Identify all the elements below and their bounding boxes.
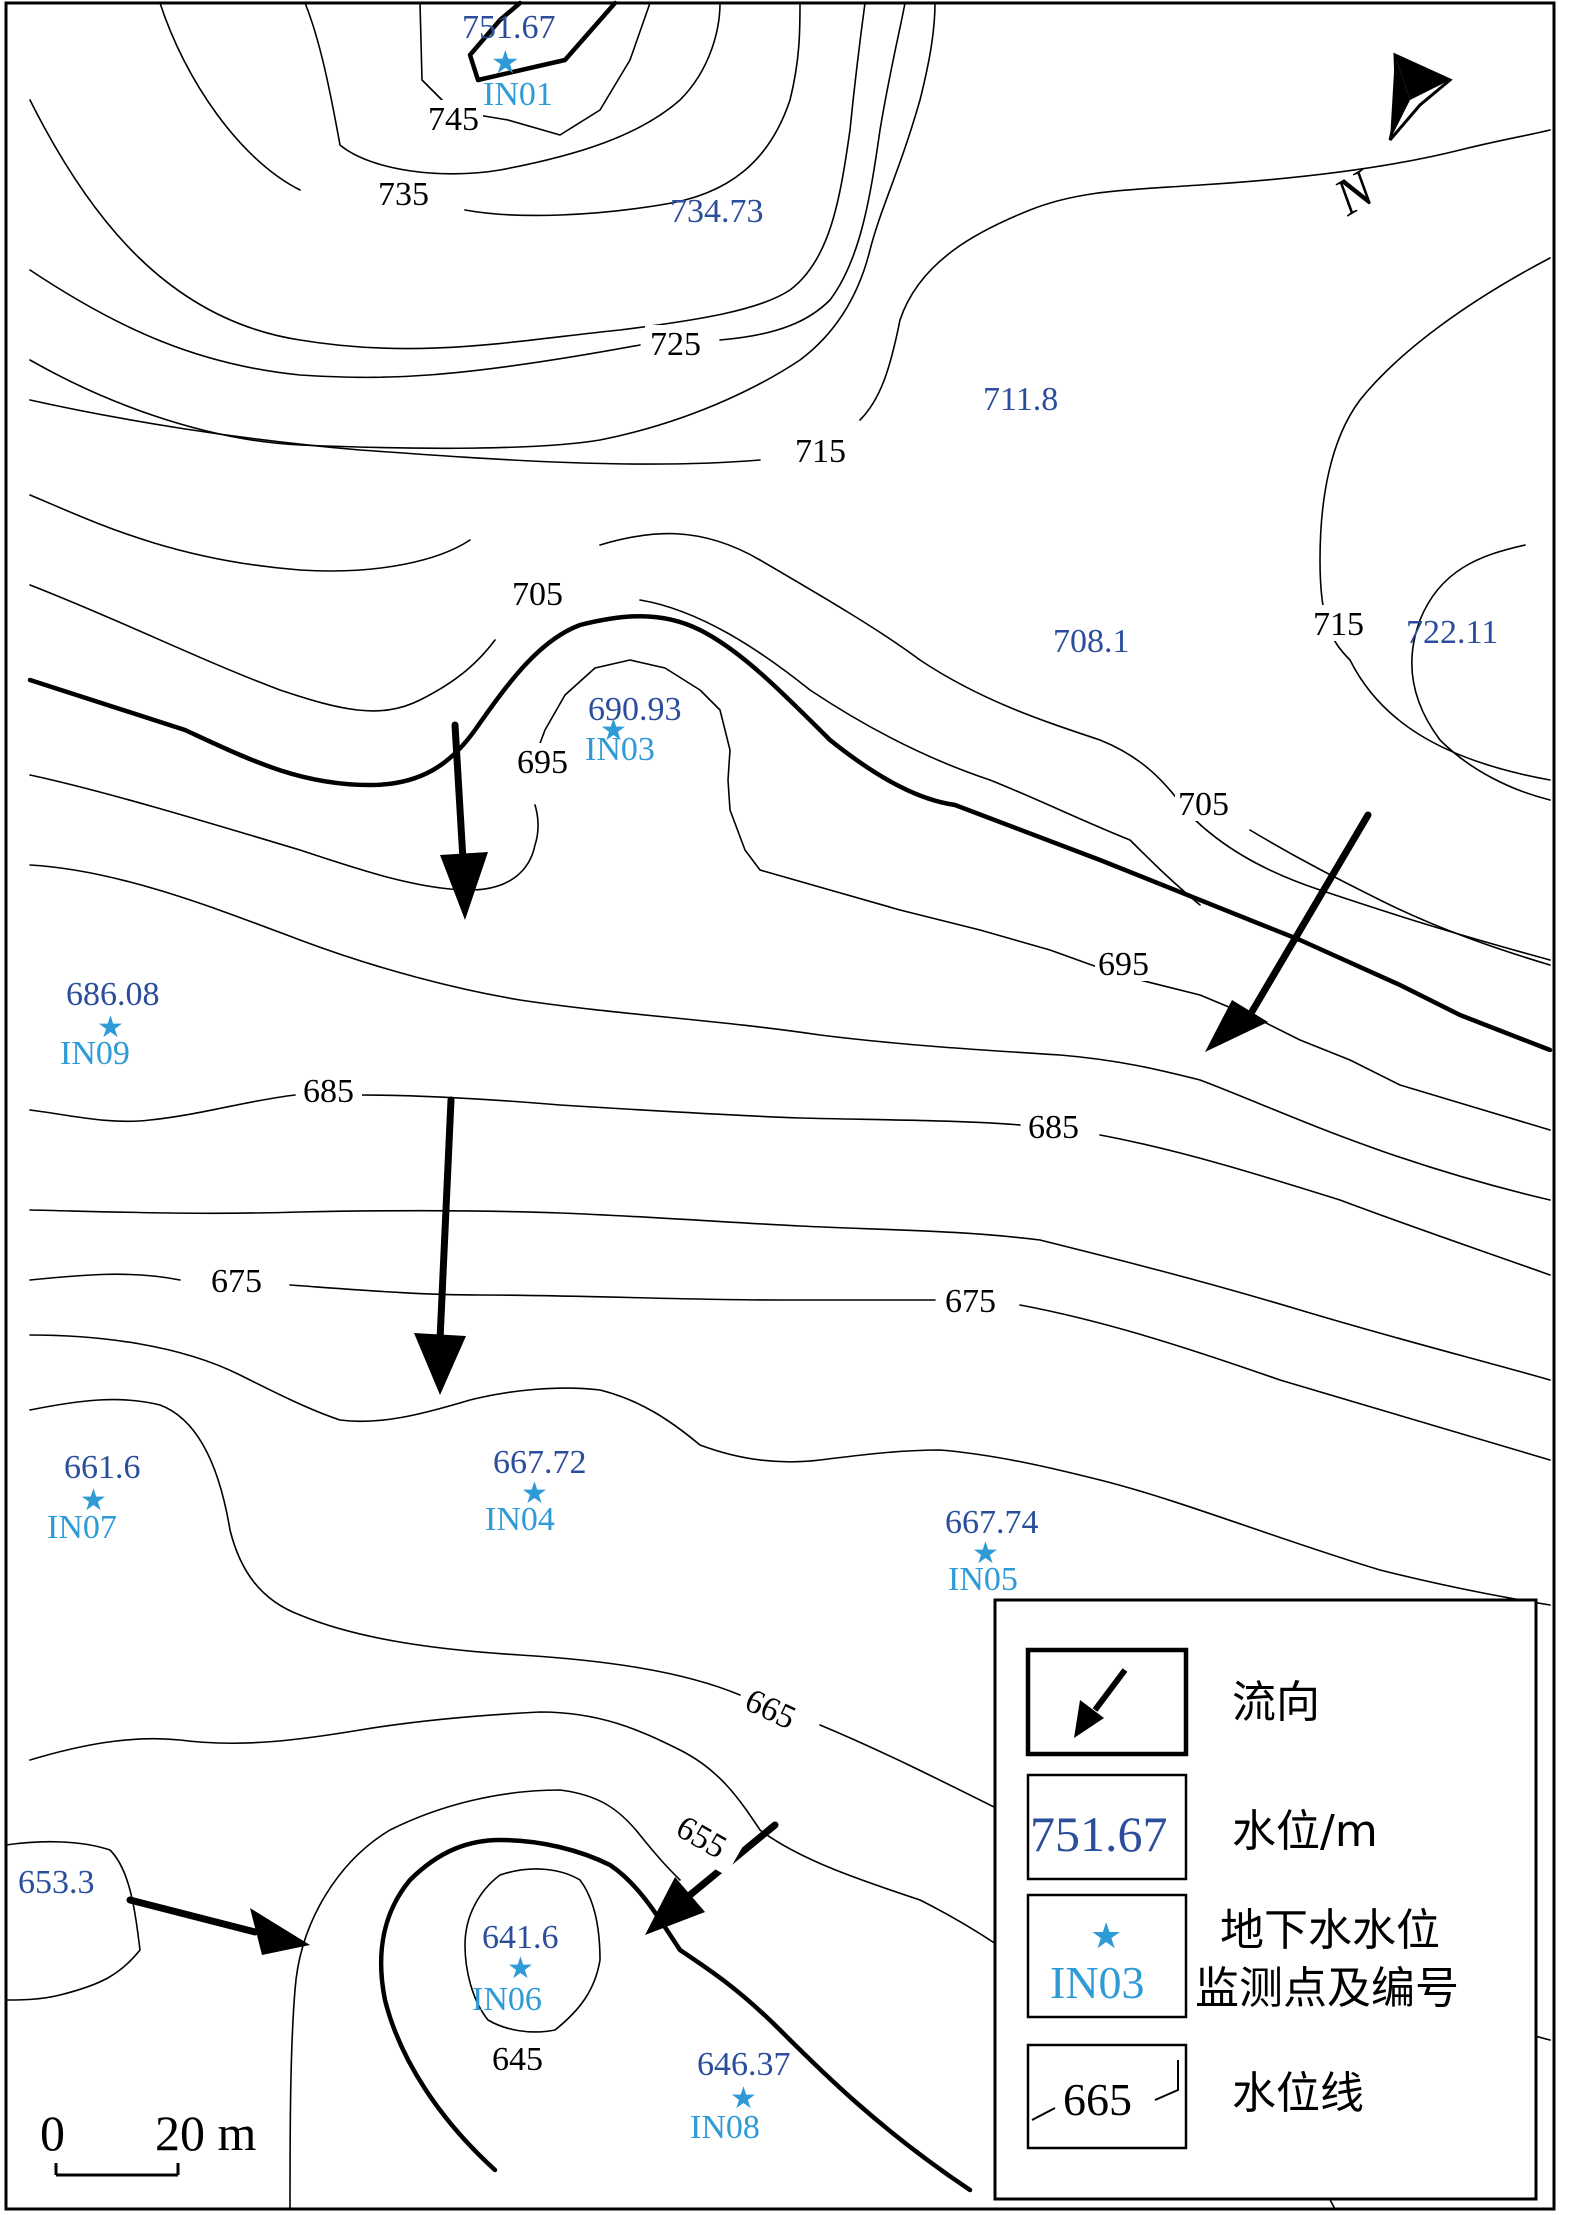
contour-650 <box>378 1837 973 2193</box>
contour-645 <box>464 1868 601 2033</box>
legend-level-swatch <box>1026 1773 1188 1881</box>
contour-lines <box>5 0 1553 2210</box>
legend-monitor-sample: IN03 <box>1050 1957 1145 2008</box>
contour-653-loop <box>5 1840 141 2001</box>
contour-label-745: 745 <box>428 101 479 138</box>
monitor-id-in09: IN09 <box>60 1035 130 1072</box>
north-arrow: N <box>1324 52 1453 228</box>
legend-flow-swatch <box>1025 1647 1189 1757</box>
contour-label-645: 645 <box>492 2041 543 2078</box>
contour-730 <box>29 2 866 350</box>
legend-contour-swatch <box>1026 2043 1188 2150</box>
monitor-id-in05: IN05 <box>948 1561 1018 1598</box>
water-level-labels: 734.73 711.8 708.1 722.11 653.3 <box>18 193 1498 1901</box>
water-level-in05: 667.74 <box>945 1504 1039 1541</box>
flow-arrow-4 <box>126 1896 310 1955</box>
contour-label-715-a: 715 <box>795 433 846 470</box>
contour-label-735: 735 <box>378 176 429 213</box>
contour-710 <box>29 494 1551 961</box>
contour-label-675-b: 675 <box>945 1283 996 1320</box>
monitor-star-icon: ★ <box>972 1536 999 1571</box>
water-level-label: 722.11 <box>1406 614 1498 651</box>
contour-675 <box>29 1273 1551 1461</box>
flow-arrows <box>126 721 1372 1955</box>
legend: 流向 751.67 水位/m ★ IN03 地下水水位 监测点及编号 665 水… <box>993 1598 1538 2201</box>
contour-label-705-a: 705 <box>512 576 563 613</box>
scale-bar: 0 20 m <box>40 2105 257 2177</box>
contour-690 <box>29 864 1551 1201</box>
contour-655 <box>289 1789 681 2210</box>
contour-720-east <box>1411 544 1551 801</box>
water-level-in01: 751.67 <box>462 9 556 46</box>
legend-monitor-line1: 地下水水位 <box>1220 1905 1440 1956</box>
monitor-id-in08: IN08 <box>690 2109 760 2146</box>
north-label: N <box>1324 159 1386 228</box>
water-level-label: 711.8 <box>983 381 1058 418</box>
flow-arrow-icon <box>1074 1700 1104 1738</box>
monitor-star-icon: ★ <box>97 1010 124 1045</box>
monitor-star-icon: ★ <box>491 43 520 81</box>
scale-zero: 0 <box>40 2105 65 2161</box>
water-level-label: 734.73 <box>670 193 764 230</box>
monitor-id-in07: IN07 <box>47 1509 117 1546</box>
contour-705 <box>29 584 1551 966</box>
water-level-label: 653.3 <box>18 1864 95 1901</box>
monitor-id-in01: IN01 <box>483 76 553 113</box>
water-level-in07: 661.6 <box>64 1449 141 1486</box>
contour-label-725: 725 <box>650 326 701 363</box>
contour-labels: 745 735 725 715 705 715 695 705 695 685 … <box>208 100 1370 2078</box>
legend-star-icon: ★ <box>1090 1916 1122 1957</box>
contour-label-685-b: 685 <box>1028 1109 1079 1146</box>
contour-label-685-a: 685 <box>303 1073 354 1110</box>
contour-670 <box>29 1334 1551 1606</box>
legend-monitor-line2: 监测点及编号 <box>1195 1963 1459 2014</box>
contour-label-715-b: 715 <box>1313 606 1364 643</box>
contour-label-705-b: 705 <box>1178 786 1229 823</box>
contour-725 <box>29 2 906 379</box>
water-level-in03: 690.93 <box>588 691 682 728</box>
water-level-in04: 667.72 <box>493 1444 587 1481</box>
monitoring-points: 751.67 ★ IN01 690.93 ★ IN03 686.08 ★ IN0… <box>47 9 1039 2146</box>
contour-label-695-b: 695 <box>1098 946 1149 983</box>
scale-distance: 20 m <box>155 2105 257 2161</box>
monitor-star-icon: ★ <box>600 713 627 748</box>
water-level-label: 708.1 <box>1053 623 1130 660</box>
contour-735 <box>159 2 801 217</box>
contour-685 <box>29 1094 1551 1276</box>
water-level-in09: 686.08 <box>66 976 160 1013</box>
water-level-in08: 646.37 <box>697 2046 791 2083</box>
monitor-id-in04: IN04 <box>485 1501 555 1538</box>
contour-715-a <box>29 129 1551 465</box>
flow-arrow-1 <box>440 721 488 920</box>
contour-715-b <box>1319 257 1551 781</box>
contour-680 <box>29 1209 1551 1381</box>
contour-label-695-a: 695 <box>517 744 568 781</box>
monitor-star-icon: ★ <box>507 1951 534 1986</box>
monitor-star-icon: ★ <box>521 1476 548 1511</box>
contour-695-b <box>29 774 539 891</box>
monitor-id-in03: IN03 <box>585 731 655 768</box>
legend-level-sample: 751.67 <box>1030 1806 1168 1862</box>
contour-720 <box>29 2 936 450</box>
flow-arrow-3 <box>414 1096 466 1395</box>
legend-level-label: 水位/m <box>1232 1806 1378 1857</box>
water-level-in06: 641.6 <box>482 1919 559 1956</box>
contour-label-675-a: 675 <box>211 1263 262 1300</box>
legend-contour-label: 水位线 <box>1232 2068 1364 2119</box>
flow-arrow-2 <box>1205 811 1372 1052</box>
legend-monitor-swatch <box>1026 1893 1188 2019</box>
monitor-id-in06: IN06 <box>472 1981 542 2018</box>
map-frame <box>4 1 1556 2211</box>
monitor-star-icon: ★ <box>80 1483 107 1518</box>
contour-745 <box>419 2 651 136</box>
contour-695-a <box>529 659 1551 1131</box>
contour-700 <box>27 614 1553 1053</box>
monitor-star-icon: ★ <box>730 2081 757 2116</box>
legend-flow-label: 流向 <box>1232 1677 1320 1728</box>
legend-contour-sample: 665 <box>1063 2074 1132 2125</box>
contour-peak <box>467 0 618 83</box>
contour-740 <box>304 2 721 175</box>
